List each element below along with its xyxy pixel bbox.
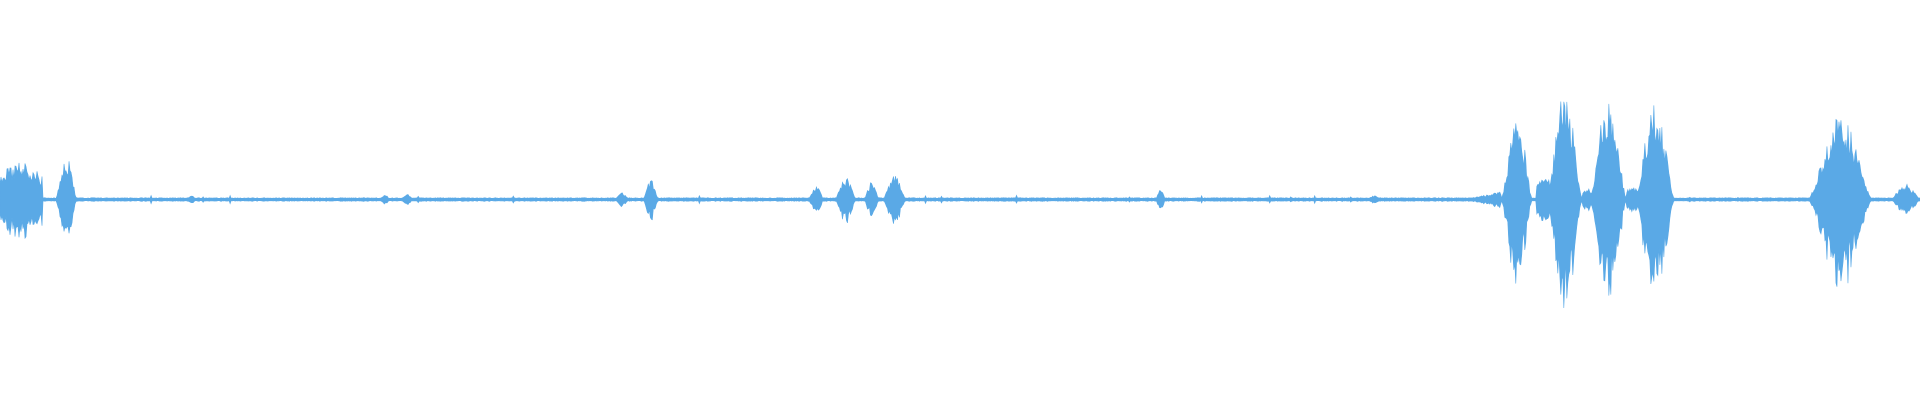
waveform-amplitude-path — [0, 101, 1920, 309]
